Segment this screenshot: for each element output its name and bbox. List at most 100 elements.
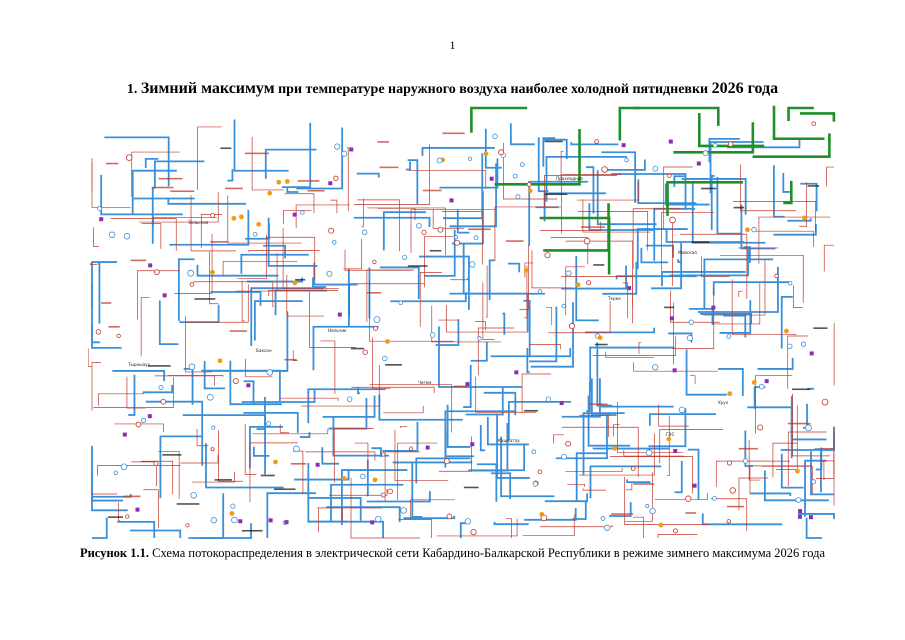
node-generator	[256, 221, 262, 227]
node-circle	[189, 282, 195, 287]
lines-blue-segment	[502, 312, 506, 335]
lines-red-segment	[93, 227, 99, 247]
lines-blue-segment	[747, 406, 793, 459]
lines-green-segment	[470, 106, 528, 133]
lines-red-segment	[617, 401, 683, 453]
value-mark	[581, 226, 606, 228]
lines-blue-segment	[263, 244, 286, 259]
lines-red-segment	[143, 489, 159, 529]
node-circle	[158, 384, 164, 390]
lines-red-segment	[823, 244, 834, 272]
node-generator	[795, 468, 800, 474]
lines-red-segment	[658, 404, 689, 427]
lines-red-segment	[251, 136, 284, 191]
value-mark	[220, 147, 232, 150]
node-circle	[729, 487, 736, 494]
lines-red-segment	[477, 327, 515, 376]
lines-blue-segment	[609, 502, 632, 517]
value-mark	[284, 358, 297, 361]
lines-blue-segment	[589, 346, 675, 392]
lines-red-segment	[738, 477, 769, 511]
lines-red-segment	[577, 211, 649, 251]
lines-blue-segment	[708, 138, 740, 163]
lines-blue-segment	[586, 381, 591, 413]
lines-blue-segment	[390, 292, 467, 303]
node-square	[135, 507, 140, 512]
node-generator	[276, 179, 282, 185]
label-j: Зольская	[188, 220, 209, 225]
node-generator	[523, 267, 529, 273]
lines-red-segment	[539, 524, 613, 528]
lines-red-segment	[354, 442, 369, 471]
label-a: Прохладная	[556, 176, 583, 181]
node-circle	[594, 139, 600, 144]
lines-blue-segment	[330, 483, 404, 522]
lines-blue-segment	[810, 451, 834, 496]
node-circle	[108, 231, 116, 239]
lines-blue-segment	[490, 348, 572, 358]
value-mark	[214, 479, 232, 481]
node-circle	[333, 175, 339, 181]
lines-blue-segment	[159, 435, 203, 499]
node-circle	[443, 458, 450, 465]
node-circle	[565, 270, 572, 277]
lines-blue-segment	[243, 412, 299, 433]
lines-blue-segment	[438, 326, 523, 388]
lines-blue-segment	[703, 258, 774, 310]
lines-green-segment	[772, 105, 825, 141]
node-square	[711, 305, 716, 310]
node-square	[559, 401, 564, 406]
lines-blue-segment	[542, 138, 568, 160]
lines-blue-segment	[468, 423, 509, 472]
lines-red-segment	[369, 280, 454, 342]
lines-red-segment	[329, 488, 388, 496]
lines-red-segment	[482, 282, 495, 340]
lines-red-segment	[738, 290, 743, 297]
lines-blue-segment	[507, 262, 521, 273]
lines-red-segment	[740, 164, 797, 212]
node-square	[315, 462, 320, 467]
value-mark	[194, 298, 216, 300]
value-mark	[108, 326, 120, 328]
node-circle	[361, 229, 368, 235]
node-circle	[400, 507, 407, 514]
node-circle	[758, 383, 765, 390]
lines-red-segment	[519, 245, 529, 310]
lines-blue-segment	[582, 412, 625, 476]
lines-red-segment	[88, 348, 92, 367]
lines-blue-segment	[700, 313, 752, 324]
lines-red-segment	[118, 502, 121, 521]
lines-blue-segment	[763, 470, 829, 502]
lines-red-segment	[522, 514, 575, 537]
lines-red-segment	[565, 266, 585, 316]
node-generator	[231, 215, 237, 221]
lines-red-segment	[494, 206, 561, 261]
lines-red-segment	[503, 142, 557, 200]
node-generator	[284, 179, 290, 184]
node-circle	[583, 237, 591, 245]
lines-green-segment	[666, 180, 744, 216]
lines-blue-segment	[92, 517, 108, 539]
caption-label: Рисунок 1.1.	[79, 546, 149, 560]
node-square	[692, 483, 697, 488]
node-circle	[811, 479, 817, 485]
node-generator	[210, 269, 215, 275]
lines-blue-segment	[590, 378, 617, 416]
lines-blue-segment	[252, 446, 270, 457]
lines-blue-segment	[322, 395, 376, 418]
node-square	[238, 519, 243, 524]
lines-red-segment	[710, 498, 748, 531]
lines-blue-segment	[757, 357, 794, 370]
lines-blue-segment	[153, 160, 205, 188]
lines-red-segment	[279, 424, 289, 434]
node-circle	[604, 524, 611, 531]
node-circle	[787, 281, 793, 286]
lines-red-segment	[241, 280, 245, 322]
node-generator	[802, 215, 807, 221]
node-circle	[206, 393, 214, 401]
value-mark	[685, 512, 696, 514]
node-circle	[702, 150, 709, 157]
lines-blue-segment	[201, 369, 281, 401]
node-generator	[385, 339, 390, 344]
lines-red-segment	[397, 442, 438, 501]
